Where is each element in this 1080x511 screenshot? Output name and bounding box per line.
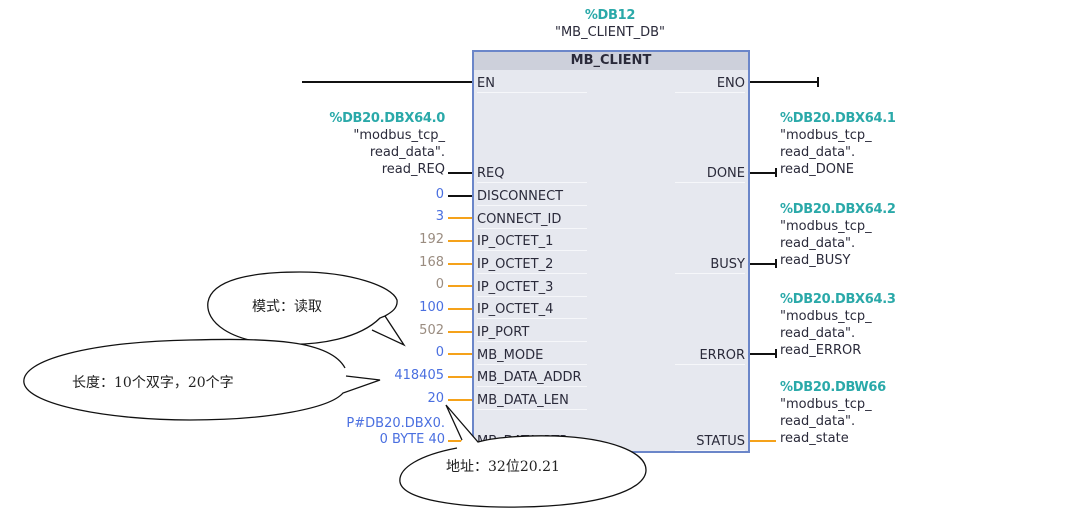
ip-octet-4-value[interactable]: 100 <box>419 300 444 315</box>
en-wire <box>302 81 472 83</box>
port-wire <box>448 331 472 333</box>
connect-id-wire <box>448 217 472 219</box>
ip1-wire <box>448 240 472 242</box>
data-addr-wire <box>448 376 472 378</box>
pin-ip-octet-4[interactable]: IP_OCTET_4 <box>477 302 587 319</box>
data-ptr-wire <box>448 440 472 442</box>
callout-mode-text: 模式：读取 <box>252 299 322 315</box>
busy-address: %DB20.DBX64.2 <box>780 202 896 217</box>
eno-wire <box>750 81 818 83</box>
done-wire-end <box>775 168 777 177</box>
req-operand[interactable]: %DB20.DBX64.0 "modbus_tcp_ read_data". r… <box>270 110 445 178</box>
data-ptr-line2: 0 BYTE 40 <box>379 432 445 447</box>
pin-eno[interactable]: ENO <box>675 76 745 93</box>
ip-octet-2-value[interactable]: 168 <box>419 255 444 270</box>
ip2-wire <box>448 263 472 265</box>
status-tag-line3: read_state <box>780 431 849 446</box>
pin-done[interactable]: DONE <box>675 166 745 183</box>
status-wire <box>750 440 776 442</box>
eno-wire-end <box>817 77 819 87</box>
status-address: %DB20.DBW66 <box>780 380 886 395</box>
busy-wire <box>750 263 776 265</box>
error-operand[interactable]: %DB20.DBX64.3 "modbus_tcp_ read_data". r… <box>780 291 940 359</box>
busy-tag-line2: read_data". <box>780 236 856 251</box>
callout-length-text: 长度：10个双字，20个字 <box>72 375 234 391</box>
busy-tag-line3: read_BUSY <box>780 253 851 268</box>
disconnect-value[interactable]: 0 <box>435 187 444 202</box>
pin-ip-octet-1[interactable]: IP_OCTET_1 <box>477 234 587 251</box>
data-len-wire <box>448 399 472 401</box>
done-tag-line3: read_DONE <box>780 162 854 177</box>
pin-status[interactable]: STATUS <box>675 434 745 451</box>
status-tag-line1: "modbus_tcp_ <box>780 397 872 412</box>
error-tag-line1: "modbus_tcp_ <box>780 309 872 324</box>
pin-mb-mode[interactable]: MB_MODE <box>477 348 587 365</box>
busy-operand[interactable]: %DB20.DBX64.2 "modbus_tcp_ read_data". r… <box>780 201 940 269</box>
done-operand[interactable]: %DB20.DBX64.1 "modbus_tcp_ read_data". r… <box>780 110 940 178</box>
instance-db-name: "MB_CLIENT_DB" <box>554 25 666 40</box>
req-tag-line2: read_data". <box>369 145 445 160</box>
ip-port-value[interactable]: 502 <box>419 323 444 338</box>
busy-wire-end <box>775 259 777 268</box>
mb-mode-value[interactable]: 0 <box>435 345 444 360</box>
ip4-wire <box>448 308 472 310</box>
done-tag-line1: "modbus_tcp_ <box>780 128 872 143</box>
done-tag-line2: read_data". <box>780 145 856 160</box>
error-tag-line2: read_data". <box>780 326 856 341</box>
done-address: %DB20.DBX64.1 <box>780 111 896 126</box>
callout-address-bubble <box>399 404 647 508</box>
error-wire <box>750 353 776 355</box>
error-tag-line3: read_ERROR <box>780 343 862 358</box>
pin-busy[interactable]: BUSY <box>675 257 745 274</box>
status-tag-line2: read_data". <box>780 414 856 429</box>
done-wire <box>750 172 776 174</box>
callout-address-text: 地址：32位20.21 <box>446 459 560 475</box>
req-tag-line1: "modbus_tcp_ <box>353 128 445 143</box>
pin-disconnect[interactable]: DISCONNECT <box>477 189 587 206</box>
pin-error[interactable]: ERROR <box>675 348 745 365</box>
mode-wire <box>448 353 472 355</box>
pin-connect-id[interactable]: CONNECT_ID <box>477 212 587 229</box>
block-title: MB_CLIENT <box>474 52 748 70</box>
mb-data-addr-value[interactable]: 418405 <box>394 368 444 383</box>
ip-octet-3-value[interactable]: 0 <box>435 277 444 292</box>
busy-tag-line1: "modbus_tcp_ <box>780 219 872 234</box>
mb-data-len-value[interactable]: 20 <box>427 391 444 406</box>
pin-mb-data-addr[interactable]: MB_DATA_ADDR <box>477 370 587 387</box>
error-wire-end <box>775 349 777 358</box>
pin-req[interactable]: REQ <box>477 166 587 183</box>
pin-ip-octet-3[interactable]: IP_OCTET_3 <box>477 280 587 297</box>
mb-data-ptr-value[interactable]: P#DB20.DBX0. 0 BYTE 40 <box>300 416 445 448</box>
mb-client-block[interactable]: MB_CLIENT EN ENO REQ DONE DISCONNECT CON… <box>472 50 750 453</box>
req-address: %DB20.DBX64.0 <box>329 111 445 126</box>
ip3-wire <box>448 285 472 287</box>
disconnect-wire <box>448 195 472 197</box>
connect-id-value[interactable]: 3 <box>435 209 444 224</box>
status-operand[interactable]: %DB20.DBW66 "modbus_tcp_ read_data". rea… <box>780 379 940 447</box>
req-tag-line3: read_REQ <box>381 162 445 177</box>
pin-en[interactable]: EN <box>477 76 587 93</box>
error-address: %DB20.DBX64.3 <box>780 292 896 307</box>
pin-mb-data-len[interactable]: MB_DATA_LEN <box>477 393 587 410</box>
callout-length-bubble <box>23 338 381 421</box>
req-wire <box>448 172 472 174</box>
data-ptr-line1: P#DB20.DBX0. <box>346 416 445 431</box>
pin-ip-port[interactable]: IP_PORT <box>477 325 587 342</box>
instance-db-address: %DB12 <box>584 8 636 23</box>
pin-ip-octet-2[interactable]: IP_OCTET_2 <box>477 257 587 274</box>
ip-octet-1-value[interactable]: 192 <box>419 232 444 247</box>
